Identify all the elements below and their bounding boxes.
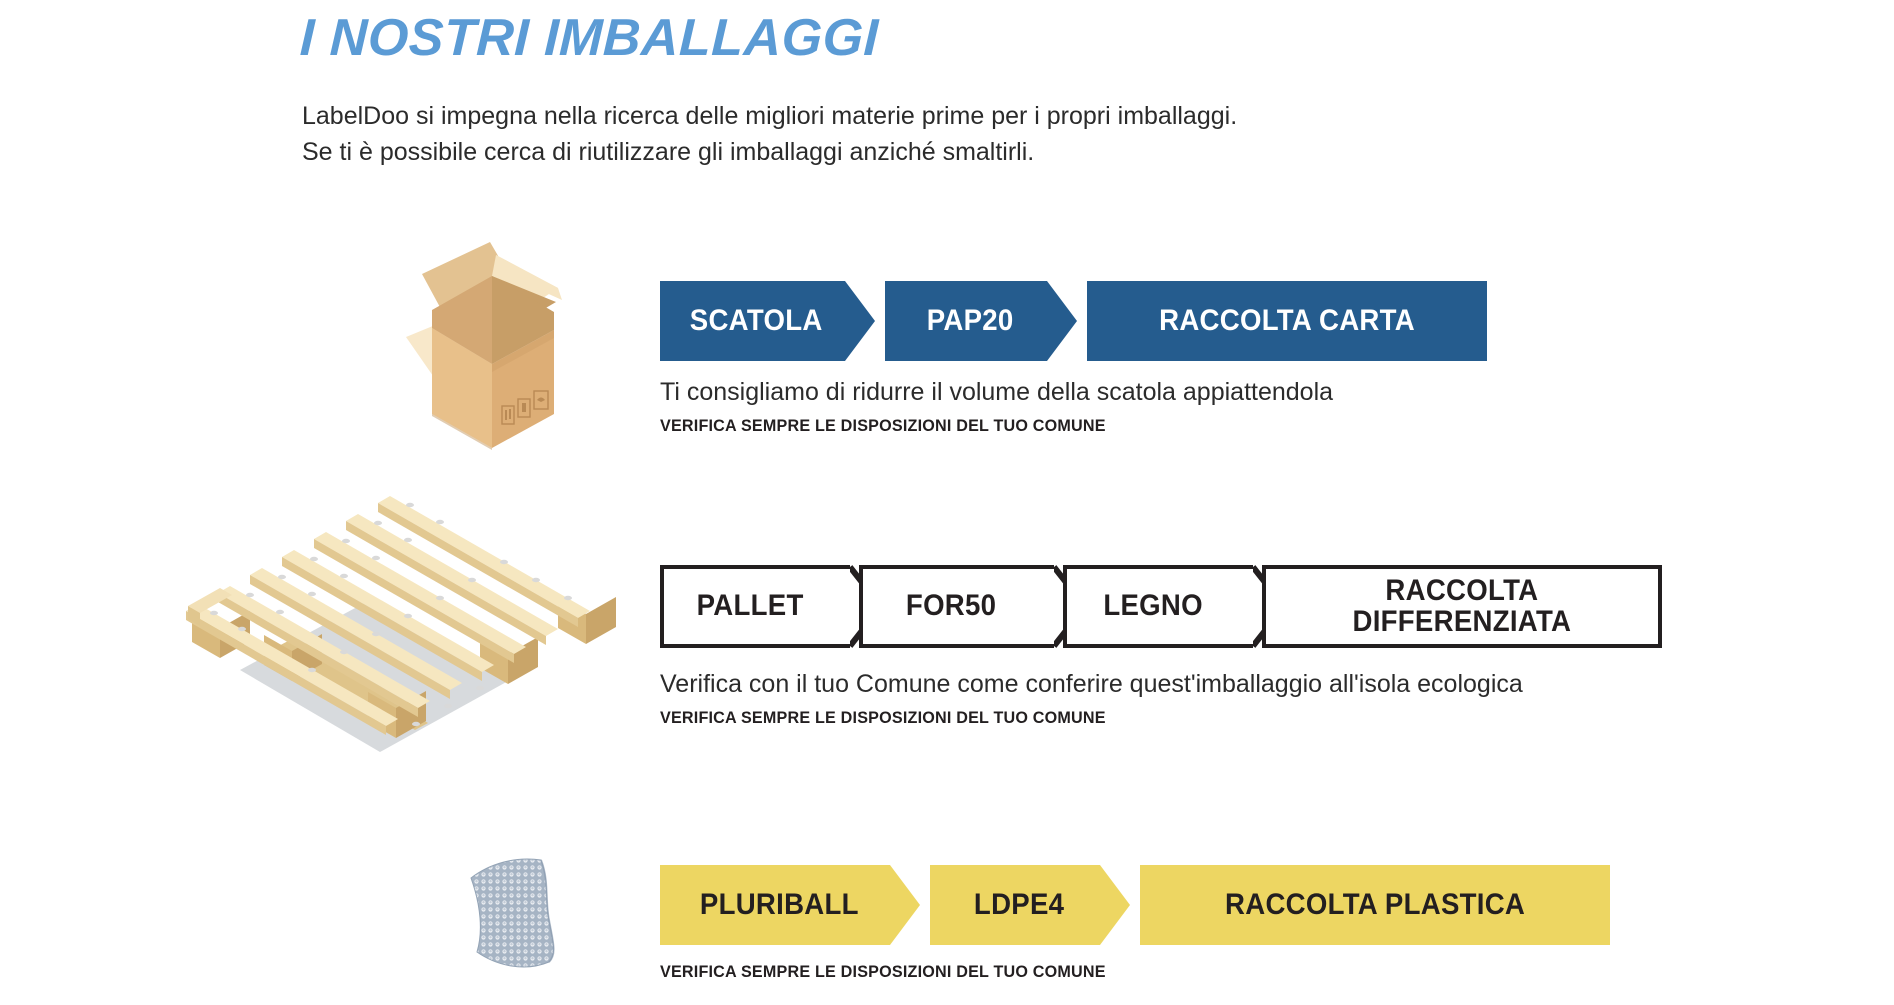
chevron-segment-disposal[interactable]: RACCOLTA PLASTICA [1140,865,1610,945]
chevron-segment-code[interactable]: LDPE4 [930,865,1130,945]
banner-pluriball: PLURIBALL LDPE4 RACCOLTA PLASTICA [660,865,1610,945]
note-pallet: VERIFICA SEMPRE LE DISPOSIZIONI DEL TUO … [660,708,1106,727]
intro-line-1: LabelDoo si impegna nella ricerca delle … [302,102,1238,130]
intro-line-2: Se ti è possibile cerca di riutilizzare … [302,138,1035,166]
chevron-segment-material[interactable]: SCATOLA [660,281,875,361]
cardboard-box-icon [400,230,600,455]
banner-scatola: SCATOLA PAP20 RACCOLTA CARTA [660,281,1487,361]
note-pluriball: VERIFICA SEMPRE LE DISPOSIZIONI DEL TUO … [660,962,1106,981]
chevron-segment-code[interactable]: PAP20 [885,281,1077,361]
wooden-pallet-icon [180,480,620,775]
package-row-pluriball: PLURIBALL LDPE4 RACCOLTA PLASTICA VERIFI… [0,830,1894,1000]
caption-pallet: Verifica con il tuo Comune come conferir… [660,670,1523,698]
chevron-segment-code[interactable]: FOR50 [859,565,1088,648]
package-row-scatola: SCATOLA PAP20 RACCOLTA CARTA Ti consigli… [0,220,1894,450]
chevron-segment-material-type[interactable]: LEGNO [1063,565,1287,648]
page-title: I NOSTRI IMBALLAGGI [298,9,880,67]
chevron-segment-disposal[interactable]: RACCOLTA DIFFERENZIATA [1262,565,1662,648]
chevron-segment-material[interactable]: PLURIBALL [660,865,920,945]
caption-scatola: Ti consigliamo di ridurre il volume dell… [660,378,1334,406]
chevron-segment-disposal[interactable]: RACCOLTA CARTA [1087,281,1487,361]
intro-paragraph: LabelDoo si impegna nella ricerca delle … [302,98,1237,170]
banner-pallet: PALLET FOR50 LEGNO RACCOLTA DIFFERENZIAT… [660,565,1662,648]
chevron-segment-material[interactable]: PALLET [660,565,884,648]
package-row-pallet: PALLET FOR50 LEGNO RACCOLTA DIFFERENZIAT… [0,480,1894,770]
note-scatola: VERIFICA SEMPRE LE DISPOSIZIONI DEL TUO … [660,416,1106,435]
bubble-wrap-icon [445,850,605,1005]
